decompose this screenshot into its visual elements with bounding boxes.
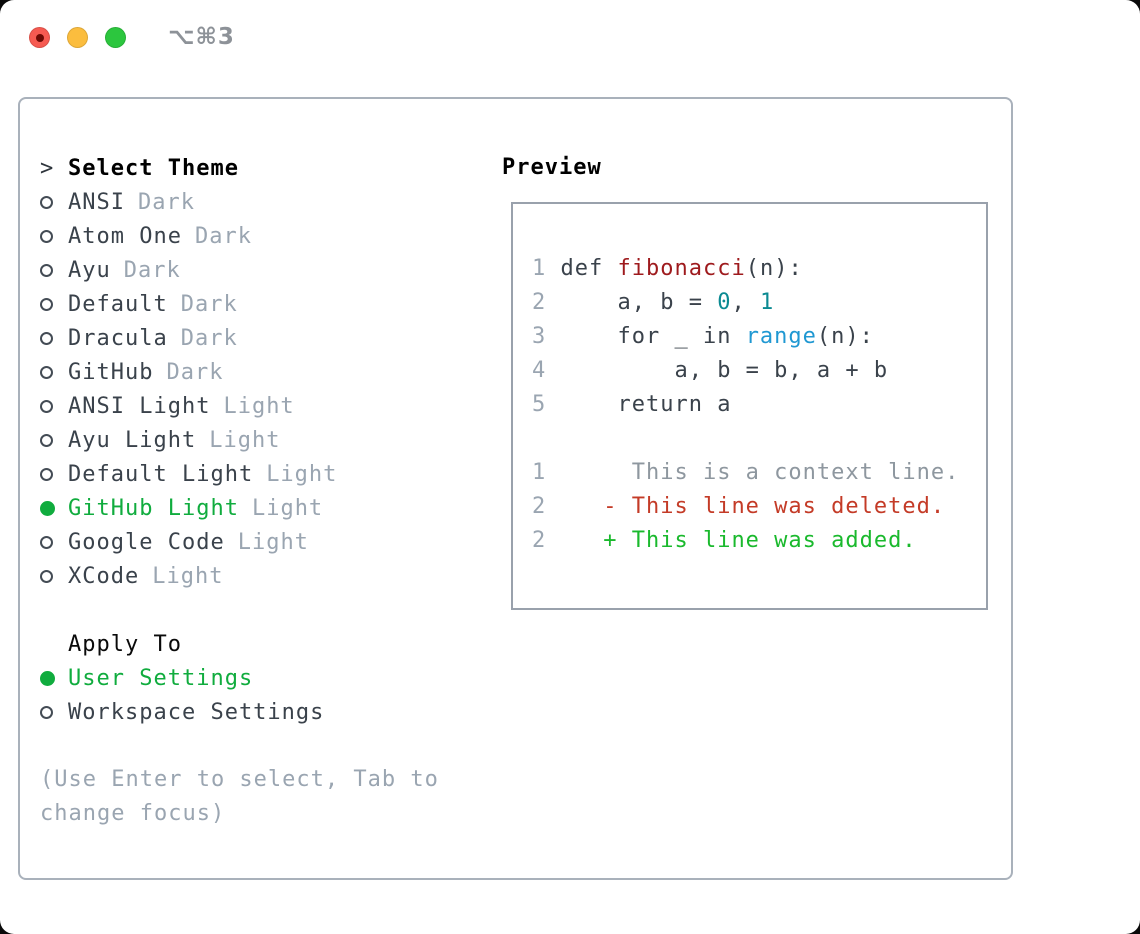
theme-item-dracula[interactable]: Dracula Dark — [40, 321, 460, 355]
theme-item-github-light[interactable]: GitHub Light Light — [40, 491, 460, 525]
code-line — [532, 422, 986, 456]
radio-cell — [40, 297, 68, 311]
theme-name: XCode — [68, 563, 140, 589]
radio-cell — [40, 467, 68, 481]
theme-variant: Dark — [194, 223, 252, 249]
apply-to-title: Apply To — [68, 631, 182, 657]
theme-variant: Light — [251, 495, 324, 521]
theme-name: ANSI Light — [68, 393, 211, 419]
theme-name: Atom One — [68, 223, 182, 249]
theme-name: Ayu — [68, 257, 111, 283]
code-line: 3 for _ in range(n): — [532, 324, 874, 349]
radio-unselected-icon — [40, 569, 53, 583]
radio-cell — [40, 263, 68, 277]
theme-variant: Dark — [180, 291, 238, 317]
radio-cell — [40, 433, 68, 447]
theme-variant: Dark — [137, 189, 195, 215]
theme-name: GitHub — [68, 359, 154, 385]
window-title: ⌥⌘3 — [168, 24, 235, 50]
traffic-lights — [29, 27, 126, 48]
theme-variant: Light — [223, 393, 295, 419]
preview-pane: 1 def fibonacci(n): 2 a, b = 0, 1 3 for _ … — [511, 202, 988, 610]
theme-name: Default — [68, 291, 168, 317]
radio-cell — [40, 331, 68, 345]
theme-variant: Light — [266, 461, 338, 487]
theme-name: GitHub Light — [68, 495, 239, 521]
theme-item-atom-one[interactable]: Atom One Dark — [40, 219, 460, 253]
radio-unselected-icon — [40, 263, 53, 277]
radio-cell — [40, 705, 68, 719]
radio-unselected-icon — [40, 535, 53, 549]
code-preview: 1 def fibonacci(n): 2 a, b = 0, 1 3 for _ … — [513, 204, 986, 558]
radio-unselected-icon — [40, 297, 53, 311]
radio-unselected-icon — [40, 195, 53, 209]
radio-cell — [40, 399, 68, 413]
radio-cell — [40, 195, 68, 209]
theme-variant: Light — [237, 529, 309, 555]
spacer — [40, 729, 460, 763]
theme-item-default[interactable]: Default Dark — [40, 287, 460, 321]
theme-variant: Dark — [166, 359, 224, 385]
code-line: 2 - This line was deleted. — [532, 494, 946, 519]
theme-item-google-code[interactable]: Google Code Light — [40, 525, 460, 559]
unsaved-dot-icon — [35, 33, 44, 42]
theme-item-ayu-light[interactable]: Ayu Light Light — [40, 423, 460, 457]
theme-name: ANSI — [68, 189, 125, 215]
code-line: 1 def fibonacci(n): — [532, 256, 803, 281]
radio-cell — [40, 670, 68, 686]
theme-item-github[interactable]: GitHub Dark — [40, 355, 460, 389]
apply-to-header: Apply To — [40, 627, 460, 661]
code-line: 1 This is a context line. — [532, 460, 960, 485]
keyboard-hint: (Use Enter to select, Tab to change focu… — [40, 767, 439, 826]
theme-variant: Dark — [123, 257, 181, 283]
radio-cell — [40, 500, 68, 516]
radio-cell — [40, 365, 68, 379]
theme-name: Default Light — [68, 461, 254, 487]
radio-unselected-icon — [40, 331, 53, 345]
radio-cell — [40, 535, 68, 549]
close-button[interactable] — [29, 27, 50, 48]
theme-variant: Dark — [180, 325, 238, 351]
select-theme-title: Select Theme — [68, 155, 239, 181]
code-line: 5 return a — [532, 392, 732, 417]
radio-selected-icon — [40, 500, 55, 516]
minimize-button[interactable] — [67, 27, 88, 48]
theme-name: Google Code — [68, 529, 225, 555]
radio-unselected-icon — [40, 365, 53, 379]
theme-item-default-light[interactable]: Default Light Light — [40, 457, 460, 491]
radio-unselected-icon — [40, 467, 53, 481]
radio-cell — [40, 569, 68, 583]
radio-unselected-icon — [40, 399, 53, 413]
spacer — [40, 593, 460, 627]
theme-item-ayu[interactable]: Ayu Dark — [40, 253, 460, 287]
preview-title: Preview — [502, 155, 602, 180]
zoom-button[interactable] — [105, 27, 126, 48]
radio-cell — [40, 229, 68, 243]
theme-variant: Light — [152, 563, 224, 589]
apply-option-user-settings[interactable]: User Settings — [40, 661, 460, 695]
apply-option-workspace-settings[interactable]: Workspace Settings — [40, 695, 460, 729]
apply-option-label: Workspace Settings — [68, 699, 325, 725]
code-line: 4 a, b = b, a + b — [532, 358, 889, 383]
apply-option-label: User Settings — [68, 665, 254, 691]
code-line: 2 a, b = 0, 1 — [532, 290, 775, 315]
titlebar: ⌥⌘3 — [0, 0, 1140, 70]
radio-selected-icon — [40, 670, 55, 686]
radio-unselected-icon — [40, 229, 53, 243]
radio-unselected-icon — [40, 433, 53, 447]
theme-item-ansi-light[interactable]: ANSI Light Light — [40, 389, 460, 423]
theme-variant: Light — [209, 427, 281, 453]
focus-arrow-icon: > — [40, 155, 55, 181]
radio-unselected-icon — [40, 705, 53, 719]
theme-item-ansi[interactable]: ANSI Dark — [40, 185, 460, 219]
theme-item-xcode[interactable]: XCode Light — [40, 559, 460, 593]
select-theme-header: > Select Theme — [40, 151, 460, 185]
theme-name: Ayu Light — [68, 427, 197, 453]
code-line: 2 + This line was added. — [532, 528, 917, 553]
theme-name: Dracula — [68, 325, 168, 351]
